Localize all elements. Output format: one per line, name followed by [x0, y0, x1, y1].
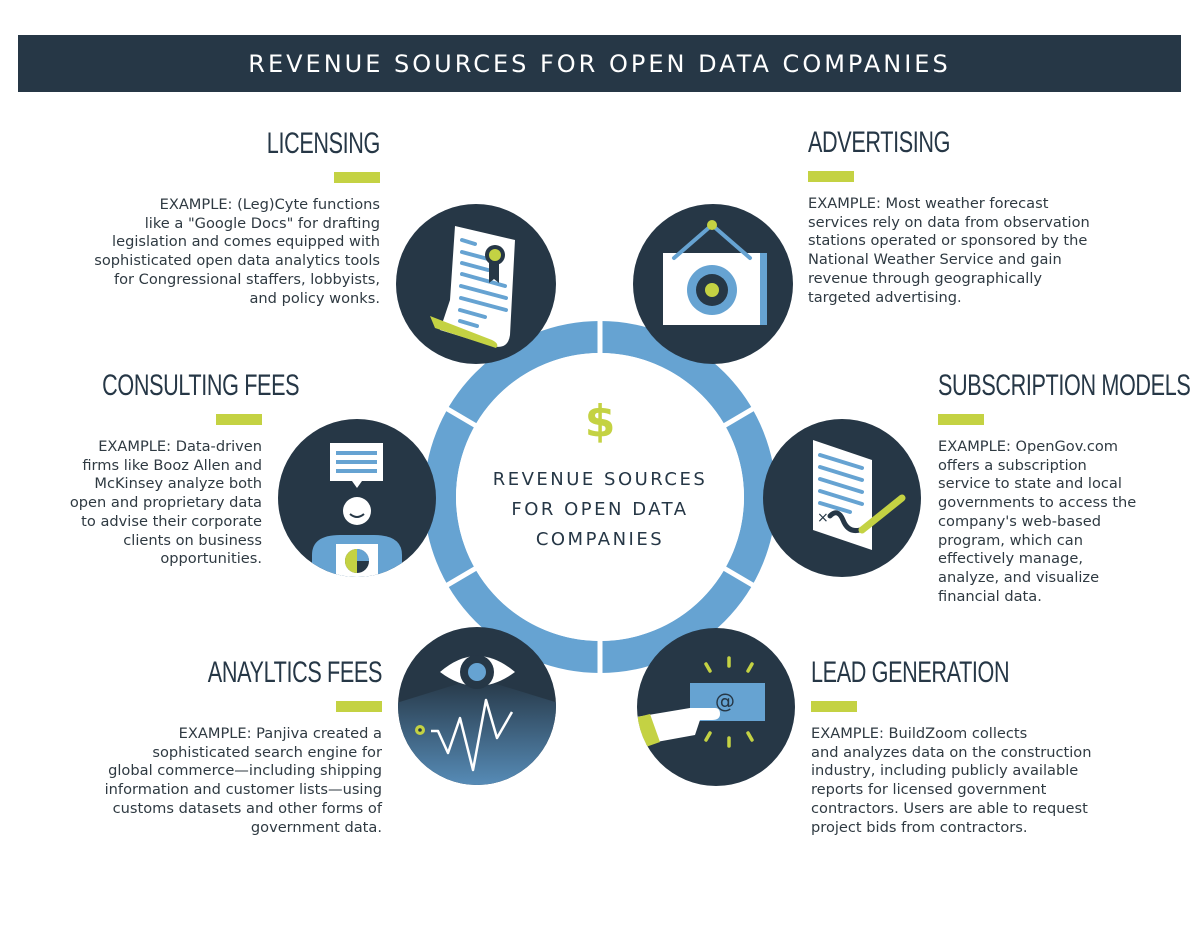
description-line: company's web-based — [938, 512, 1102, 530]
section-description: EXAMPLE: Panjiva created a sophisticated… — [62, 725, 382, 837]
description-line: offers a subscription — [938, 456, 1087, 474]
svg-text:×: × — [817, 510, 829, 526]
description-line: service to state and local — [938, 475, 1122, 493]
section-consulting-fees: CONSULTING FEES EXAMPLE: Data-driven fir… — [40, 369, 300, 569]
description-line: opportunities. — [160, 550, 262, 568]
section-title: ANAYLTICS FEES — [207, 656, 383, 689]
description-line: EXAMPLE: Panjiva created a — [178, 725, 382, 742]
certificate-document-icon — [396, 204, 556, 364]
section-title: LEAD GENERATION — [811, 656, 1010, 689]
description-line: information and customer lists—using — [104, 781, 382, 799]
hand-email-card-icon: @ — [637, 628, 795, 786]
accent-bar — [811, 701, 857, 712]
dollar-sign-icon: $ — [584, 396, 616, 447]
accent-bar — [336, 701, 382, 712]
section-analytics-fees: ANAYLTICS FEES EXAMPLE: Panjiva created … — [62, 656, 383, 837]
description-line: contractors. Users are able to request — [811, 799, 1088, 817]
center-title-line: FOR OPEN DATA — [511, 499, 689, 520]
description-line: clients on business — [123, 531, 262, 549]
section-title: SUBSCRIPTION MODELS — [938, 369, 1191, 402]
consultant-speech-icon — [278, 419, 436, 577]
description-line: EXAMPLE: Data-driven — [98, 438, 262, 455]
description-line: sophisticated open data analytics tools — [94, 252, 380, 270]
accent-bar — [938, 414, 984, 425]
description-line: financial data. — [938, 587, 1042, 605]
section-description: EXAMPLE: OpenGov.com offers a subscripti… — [938, 438, 1178, 606]
description-line: services rely on data from observation — [808, 213, 1090, 231]
section-description: EXAMPLE: BuildZoom collects and analyzes… — [811, 725, 1131, 837]
description-line: EXAMPLE: (Leg)Cyte functions — [159, 196, 380, 213]
description-line: reports for licensed government — [811, 781, 1047, 799]
accent-bar — [808, 171, 854, 182]
section-description: EXAMPLE: Data-driven firms like Booz All… — [40, 438, 262, 569]
description-line: legislation and comes equipped with — [112, 233, 380, 251]
header-banner: REVENUE SOURCES FOR OPEN DATA COMPANIES — [18, 35, 1181, 92]
eye-signal-icon — [398, 627, 556, 785]
section-description: EXAMPLE: (Leg)Cyte functions like a "Goo… — [60, 196, 380, 308]
accent-bar — [216, 414, 262, 425]
description-line: and analyzes data on the construction — [811, 743, 1092, 761]
description-line: for Congressional staffers, lobbyists, — [113, 270, 380, 288]
description-line: stations operated or sponsored by the — [808, 232, 1088, 250]
svg-text:@: @ — [715, 689, 735, 713]
description-line: program, which can — [938, 531, 1083, 549]
section-title: ADVERTISING — [808, 126, 951, 159]
description-line: governments to access the — [938, 494, 1137, 512]
description-line: EXAMPLE: Most weather forecast — [808, 195, 1049, 212]
section-description: EXAMPLE: Most weather forecast services … — [808, 195, 1148, 307]
description-line: EXAMPLE: BuildZoom collects — [811, 725, 1028, 742]
description-line: sophisticated search engine for — [152, 743, 382, 761]
description-line: National Weather Service and gain — [808, 251, 1062, 269]
section-advertising: ADVERTISING EXAMPLE: Most weather foreca… — [808, 127, 1148, 307]
description-line: like a "Google Docs" for drafting — [144, 214, 380, 232]
description-line: global commerce—including shipping — [108, 762, 382, 780]
section-subscription-models: SUBSCRIPTION MODELS EXAMPLE: OpenGov.com… — [938, 369, 1191, 606]
section-lead-generation: LEAD GENERATION EXAMPLE: BuildZoom colle… — [811, 657, 1131, 837]
section-title: CONSULTING FEES — [102, 369, 300, 402]
accent-bar — [334, 172, 380, 183]
central-ring — [424, 317, 776, 677]
description-line: EXAMPLE: OpenGov.com — [938, 438, 1119, 455]
signed-contract-icon: × — [763, 419, 921, 577]
description-line: to advise their corporate — [81, 512, 262, 530]
center-title-line: COMPANIES — [535, 529, 665, 550]
description-line: firms like Booz Allen and — [82, 456, 262, 474]
section-licensing: LICENSING EXAMPLE: (Leg)Cyte functions l… — [60, 128, 380, 308]
description-line: industry, including publicly available — [811, 762, 1079, 780]
center-title: REVENUE SOURCES FOR OPEN DATA COMPANIES — [460, 465, 740, 555]
description-line: and policy wonks. — [249, 289, 380, 307]
description-line: customs datasets and other forms of — [112, 799, 382, 817]
description-line: open and proprietary data — [69, 494, 262, 512]
description-line: revenue through geographically — [808, 269, 1043, 287]
center-title-line: REVENUE SOURCES — [492, 469, 708, 490]
hanging-sign-target-icon — [633, 204, 793, 364]
page-title: REVENUE SOURCES FOR OPEN DATA COMPANIES — [248, 49, 951, 78]
description-line: government data. — [250, 818, 382, 836]
description-line: effectively manage, — [938, 550, 1083, 568]
section-title: LICENSING — [266, 127, 381, 160]
description-line: McKinsey analyze both — [94, 475, 262, 493]
description-line: targeted advertising. — [808, 288, 962, 306]
description-line: project bids from contractors. — [811, 818, 1028, 836]
description-line: analyze, and visualize — [938, 568, 1100, 586]
